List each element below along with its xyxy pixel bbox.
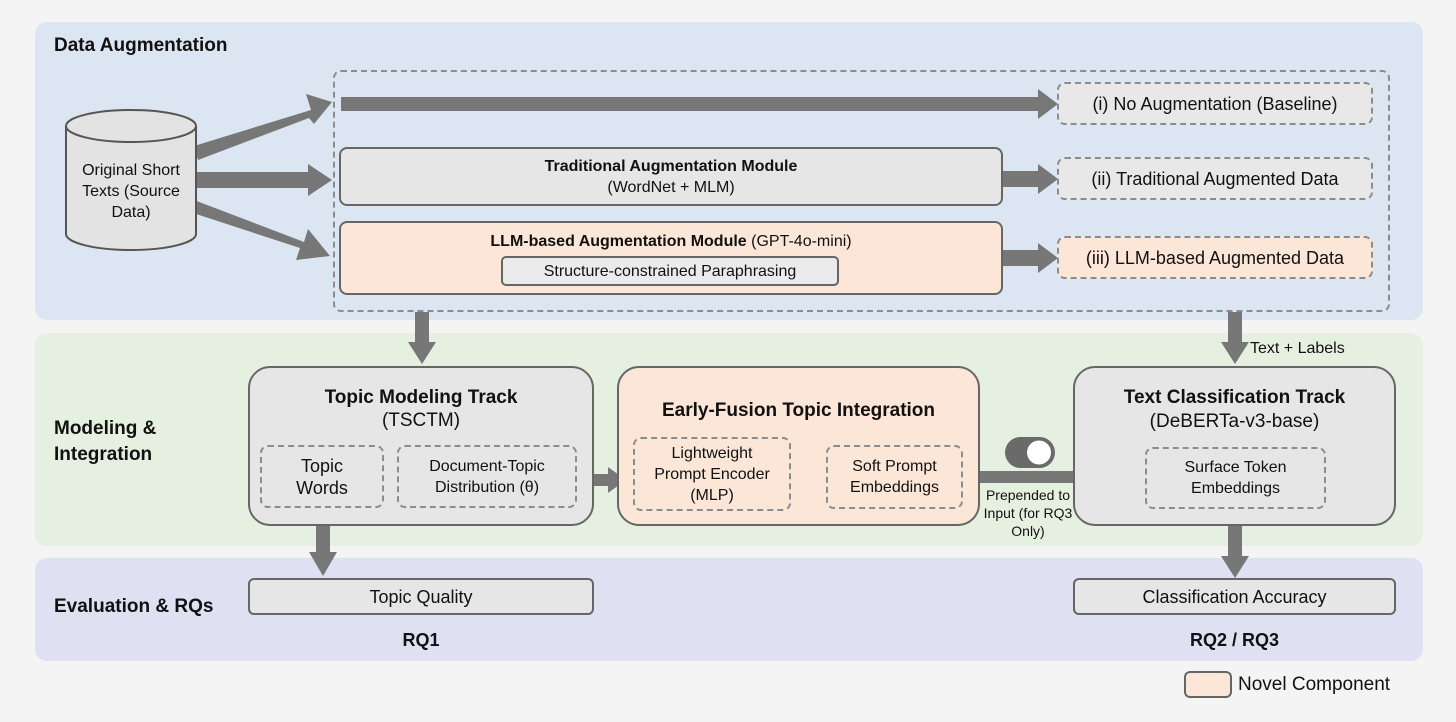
paraphrasing-label: Structure-constrained Paraphrasing [543, 262, 797, 280]
surface-token-box: Surface Token Embeddings [1145, 447, 1326, 509]
output-traditional: (ii) Traditional Augmented Data [1057, 157, 1373, 200]
modeling-title: Modeling & Integration [54, 418, 157, 465]
augmentation-container [333, 70, 1390, 312]
source-data-label: Original Short Texts (Source Data) [82, 162, 180, 221]
classification-accuracy-box: Classification Accuracy [1073, 578, 1396, 615]
fusion-title: Early-Fusion Topic Integration [661, 400, 936, 421]
arrow-group [190, 89, 1249, 578]
legend-novel-label: Novel Component [1238, 674, 1391, 695]
traditional-augmentation-module: Traditional Augmentation Module (WordNet… [339, 147, 1003, 206]
topic-title: Topic Modeling Track [324, 387, 518, 408]
prepended-label: Prepended to Input (for RQ3 Only) [983, 487, 1073, 539]
llm-title: LLM-based Augmentation Module [490, 233, 747, 250]
prompt-encoder-box: Lightweight Prompt Encoder (MLP) [633, 437, 791, 511]
soft-prompt-box: Soft Prompt Embeddings [826, 445, 963, 509]
arrow-dist-to-encoder [577, 467, 626, 493]
arrow-classification-accuracy [1221, 526, 1249, 578]
output-llm: (iii) LLM-based Augmented Data [1057, 236, 1373, 279]
document-topic-distribution-box: Document-Topic Distribution (θ) [397, 445, 577, 508]
arrow-baseline [341, 89, 1058, 119]
legend-novel-swatch [1184, 671, 1232, 698]
toggle-switch-icon [1005, 437, 1055, 468]
rq1-label: RQ1 [402, 630, 440, 650]
text-labels-label: Text + Labels [1250, 340, 1345, 357]
classifier-title: Text Classification Track [1123, 387, 1346, 408]
topic-words-box: Topic Words [260, 445, 384, 508]
traditional-title: Traditional Augmentation Module [544, 157, 798, 175]
arrow-source-to-traditional [196, 164, 332, 196]
database-icon [65, 109, 197, 251]
arrow-down-topic [408, 312, 436, 364]
data-augmentation-title: Data Augmentation [54, 35, 228, 56]
classifier-sub: (DeBERTa-v3-base) [1149, 411, 1320, 432]
topic-quality-box: Topic Quality [248, 578, 594, 615]
topic-sub: (TSCTM) [381, 410, 461, 431]
output-no-augmentation: (i) No Augmentation (Baseline) [1057, 82, 1373, 125]
text-classification-track: Text Classification Track (DeBERTa-v3-ba… [1073, 366, 1396, 526]
arrow-traditional-out [1003, 164, 1058, 194]
paraphrasing-box: Structure-constrained Paraphrasing [501, 256, 839, 286]
arrow-down-classifier [1221, 312, 1249, 364]
llm-model: (GPT-4o-mini) [751, 233, 852, 250]
traditional-sub: (WordNet + MLM) [607, 178, 735, 196]
evaluation-title: Evaluation & RQs [54, 596, 214, 617]
llm-title-line: LLM-based Augmentation Module (GPT-4o-mi… [490, 231, 851, 252]
arrow-llm-out [1003, 243, 1058, 273]
arrow-source-to-none [194, 94, 332, 160]
rq2-rq3-label: RQ2 / RQ3 [1189, 630, 1280, 650]
arrow-source-to-llm [190, 200, 330, 260]
arrow-soft-to-surface [963, 464, 1145, 490]
